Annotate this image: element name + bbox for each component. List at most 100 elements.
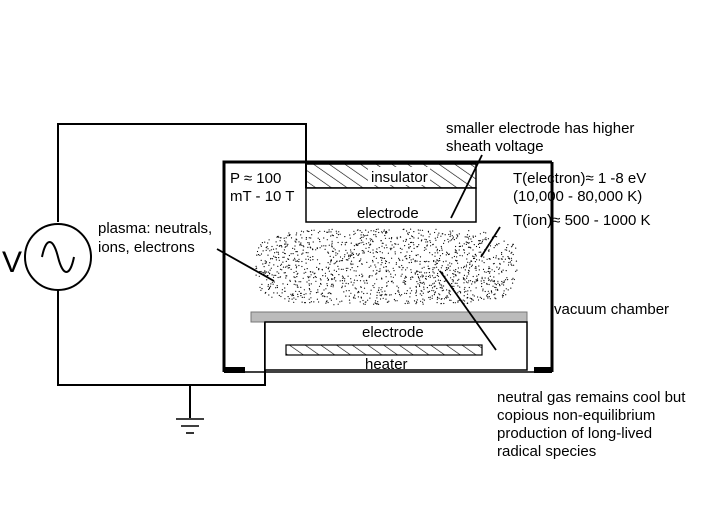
plasma-dot <box>315 280 317 282</box>
plasma-dot <box>310 297 312 299</box>
plasma-dot <box>296 284 298 286</box>
plasma-dot <box>321 268 323 271</box>
plasma-dot <box>472 235 474 237</box>
plasma-dot <box>361 291 363 293</box>
plasma-dot <box>436 248 438 250</box>
plasma-dot <box>458 249 460 251</box>
plasma-dot <box>293 283 295 285</box>
plasma-dot <box>285 243 287 245</box>
plasma-dot <box>269 262 271 264</box>
plasma-dot <box>494 297 496 299</box>
plasma-dot <box>325 302 327 304</box>
plasma-dot <box>356 279 358 282</box>
plasma-dot <box>432 244 434 246</box>
plasma-dot <box>385 231 387 233</box>
plasma-dot <box>434 237 436 239</box>
plasma-dot <box>413 244 415 246</box>
plasma-dot <box>493 270 496 272</box>
plasma-dot <box>363 280 365 282</box>
plasma-dot <box>308 279 310 281</box>
plasma-dot <box>468 252 470 254</box>
plasma-dot <box>270 249 272 251</box>
plasma-dot <box>425 241 427 243</box>
plasma-dot <box>457 271 459 273</box>
plasma-dot <box>325 301 328 303</box>
plasma-dot <box>350 263 352 266</box>
plasma-dot <box>478 242 480 244</box>
plasma-dot <box>370 240 372 242</box>
plasma-dot <box>362 303 365 305</box>
plasma-dot <box>382 297 384 299</box>
plasma-dot <box>463 267 465 269</box>
plasma-dot <box>428 290 431 292</box>
plasma-dot <box>489 245 492 247</box>
plasma-dot <box>344 280 346 282</box>
plasma-dot <box>345 259 347 261</box>
plasma-dot <box>308 230 310 233</box>
plasma-dot <box>274 252 276 254</box>
plasma-dot <box>378 247 380 249</box>
sine-wave-icon <box>41 241 75 273</box>
plasma-dot <box>488 249 490 251</box>
plasma-dot <box>305 252 307 254</box>
plasma-dot <box>328 292 330 294</box>
plasma-dot <box>268 239 270 241</box>
plasma-dot <box>344 254 346 256</box>
plasma-dot <box>430 284 432 286</box>
plasma-dot <box>426 244 428 246</box>
top-electrode <box>305 187 477 223</box>
plasma-dot <box>379 270 381 272</box>
plasma-dot <box>422 235 424 237</box>
plasma-dot <box>332 286 334 288</box>
plasma-dot <box>446 251 448 253</box>
plasma-dot <box>312 259 314 261</box>
plasma-dot <box>330 299 332 301</box>
plasma-dot <box>336 261 338 263</box>
plasma-dot <box>476 259 478 261</box>
plasma-dot <box>255 265 257 267</box>
plasma-dot <box>395 263 397 265</box>
plasma-dot <box>272 283 274 285</box>
plasma-dot <box>282 256 284 258</box>
plasma-dot <box>422 292 424 294</box>
plasma-dot <box>405 275 407 277</box>
plasma-dot <box>412 258 414 260</box>
plasma-dot <box>375 228 377 231</box>
plasma-dot <box>427 265 429 267</box>
plasma-dot <box>479 233 481 235</box>
plasma-dot <box>265 261 267 263</box>
plasma-dot <box>396 236 398 238</box>
plasma-dot <box>475 287 477 289</box>
plasma-dot <box>281 292 283 294</box>
plasma-dot <box>405 240 407 242</box>
plasma-dot <box>402 266 404 269</box>
plasma-dot <box>458 245 460 248</box>
plasma-dot <box>378 270 380 273</box>
plasma-dot <box>327 279 329 281</box>
plasma-dot <box>347 275 349 277</box>
plasma-dot <box>401 264 403 267</box>
plasma-dot <box>345 295 347 297</box>
plasma-dot <box>288 298 290 300</box>
plasma-dot <box>341 287 343 289</box>
plasma-dot <box>463 277 465 280</box>
plasma-dot <box>397 243 399 245</box>
plasma-dot <box>357 266 359 268</box>
plasma-dot <box>505 279 507 281</box>
plasma-dot <box>316 247 318 249</box>
plasma-dot <box>287 258 289 260</box>
plasma-dot <box>417 283 419 285</box>
plasma-dot <box>345 290 347 292</box>
plasma-dot <box>434 231 436 234</box>
plasma-dot <box>498 273 500 275</box>
plasma-dot <box>413 237 415 239</box>
plasma-dot <box>273 292 275 294</box>
plasma-dot <box>475 279 477 281</box>
plasma-dot <box>441 249 443 251</box>
plasma-dot <box>490 290 492 292</box>
plasma-dot <box>407 300 409 302</box>
plasma-dot <box>456 256 458 258</box>
plasma-dot <box>276 251 278 253</box>
plasma-dot <box>471 240 473 243</box>
plasma-dot <box>277 253 280 255</box>
